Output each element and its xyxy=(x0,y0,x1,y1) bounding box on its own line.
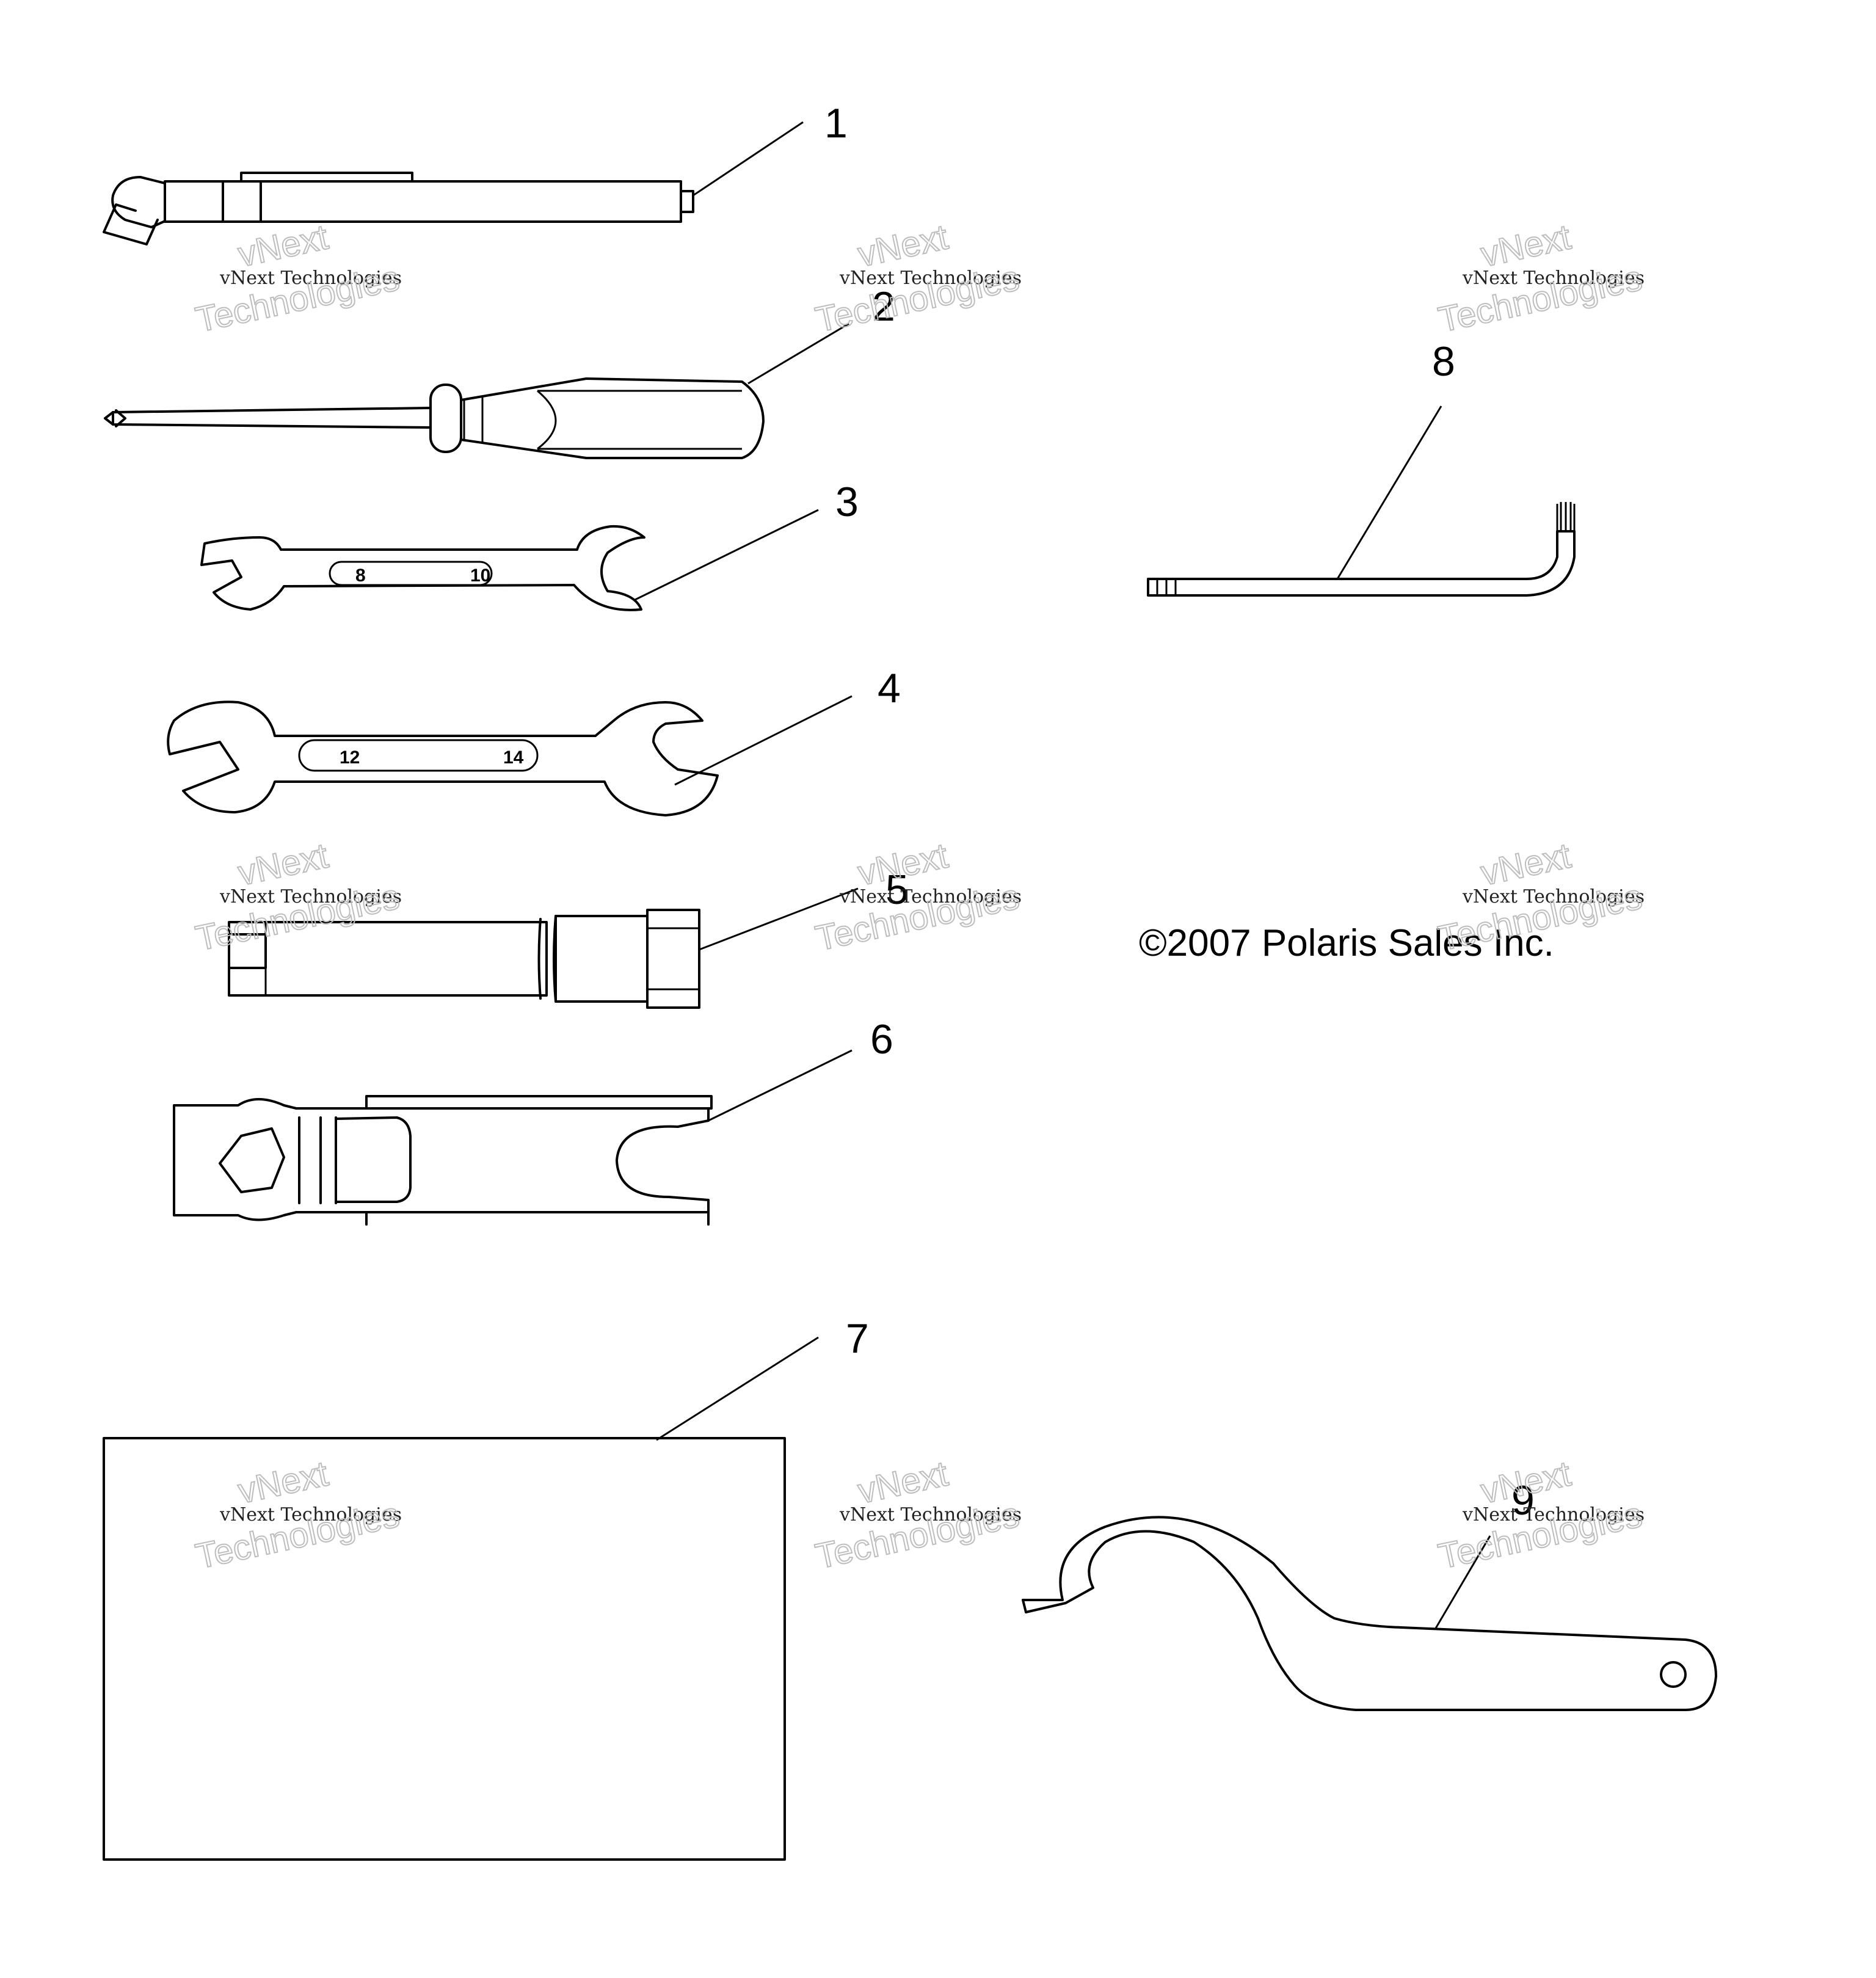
copyright-text: ©2007 Polaris Sales Inc. xyxy=(1139,922,1554,964)
watermark-7-line2: vNext xyxy=(234,1453,332,1511)
part-4-wrench-12-14: 12 14 xyxy=(167,700,719,816)
watermark-8-line1: vNext Technologies xyxy=(839,1504,1022,1525)
part-2-screwdriver xyxy=(104,377,765,459)
callout-8: 8 xyxy=(1432,338,1455,385)
wrench-4-size-right: 14 xyxy=(503,747,524,768)
callout-1: 1 xyxy=(824,100,848,147)
part-1-tire-gauge xyxy=(103,172,694,245)
leader-lines xyxy=(634,121,1491,1630)
watermark-1: vNext vNext Technologies Technologies xyxy=(192,216,404,340)
watermark-5-line2: vNext xyxy=(854,835,951,893)
watermark-5-line1: vNext Technologies xyxy=(839,886,1022,907)
part-5-spark-plug-socket xyxy=(228,909,700,1009)
watermark-4-line2: vNext xyxy=(234,835,332,893)
watermark-6: vNext vNext Technologies Technologies xyxy=(1434,835,1646,959)
watermark-6-line1: vNext Technologies xyxy=(1462,886,1645,907)
callout-9: 9 xyxy=(1511,1477,1535,1524)
part-8-torx-key xyxy=(1147,502,1576,597)
part-9-spanner-wrench xyxy=(1022,1516,1717,1711)
callout-7: 7 xyxy=(846,1315,869,1362)
callout-4: 4 xyxy=(878,665,901,711)
watermark-8: vNext vNext Technologies Technologies xyxy=(812,1453,1023,1577)
part-7-manual xyxy=(103,1437,786,1861)
wrench-3-size-left: 8 xyxy=(355,565,366,586)
watermark-2-line2: vNext xyxy=(854,217,951,274)
watermark-4: vNext vNext Technologies Technologies xyxy=(192,835,404,959)
watermark-4-line1: vNext Technologies xyxy=(219,886,402,907)
watermark-5: vNext vNext Technologies Technologies xyxy=(812,835,1023,959)
watermark-1-line2: vNext xyxy=(234,217,332,274)
watermark-7: vNext vNext Technologies Technologies xyxy=(192,1453,404,1577)
callout-6: 6 xyxy=(870,1016,893,1063)
watermark-3-line1: vNext Technologies xyxy=(1462,267,1645,289)
wrench-4-size-left: 12 xyxy=(340,747,360,768)
watermark-8-line2: vNext xyxy=(854,1453,951,1511)
watermark-9-line1: vNext Technologies xyxy=(1462,1504,1645,1525)
watermark-6-line2: vNext xyxy=(1477,835,1574,893)
watermark-3: vNext vNext Technologies Technologies xyxy=(1434,216,1646,340)
watermark-3-line2: vNext xyxy=(1477,217,1574,274)
callout-3: 3 xyxy=(835,479,859,525)
wrench-3-size-right: 10 xyxy=(470,565,490,586)
callout-5: 5 xyxy=(885,867,909,913)
watermark-9: vNext vNext Technologies Technologies xyxy=(1434,1453,1646,1577)
part-6-box-wrench xyxy=(173,1095,713,1226)
watermark-9-line2: vNext xyxy=(1477,1453,1574,1511)
callout-2: 2 xyxy=(872,283,895,330)
part-3-wrench-8-10: 8 10 xyxy=(200,525,645,611)
watermark-2: vNext vNext Technologies Technologies xyxy=(812,216,1023,340)
watermark-1-line1: vNext Technologies xyxy=(219,267,402,289)
watermark-2-line1: vNext Technologies xyxy=(839,267,1022,289)
watermark-7-line1: vNext Technologies xyxy=(219,1504,402,1525)
